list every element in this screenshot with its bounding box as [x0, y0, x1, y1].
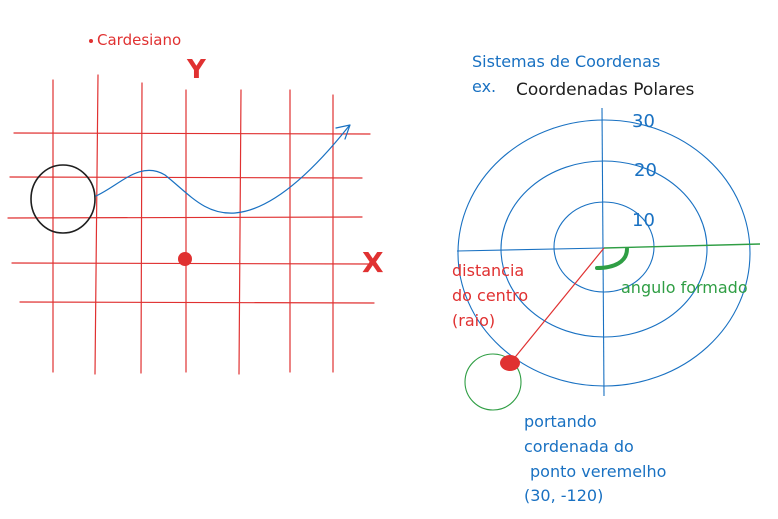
radius-line: [511, 247, 605, 362]
point-note-line2: cordenada do: [524, 437, 634, 456]
cartesian-title: Cardesiano: [97, 31, 181, 49]
polar-horizontal-axis-blue: [456, 247, 605, 252]
angle-arc: [595, 247, 629, 270]
grid-line-h5: [19, 301, 375, 304]
x-axis-label: X: [362, 246, 384, 279]
example-prefix: ex.: [472, 77, 496, 96]
point-note-line4: (30, -120): [524, 486, 603, 505]
polar-red-point: [500, 355, 520, 371]
radius-note-line1: distancia: [452, 261, 524, 280]
black-circle: [30, 164, 96, 234]
angle-note: angulo formado: [621, 278, 748, 297]
ring-label-20: 20: [634, 160, 657, 181]
polar-green-circle: [464, 353, 522, 411]
grid-line-v5: [238, 89, 242, 375]
curve-arrowhead: [335, 124, 351, 140]
grid-line-h3: [7, 216, 363, 219]
radius-note-line3: (raio): [452, 311, 495, 330]
y-axis-label: Y: [186, 55, 207, 85]
ring-label-10: 10: [632, 210, 655, 231]
point-note-line3: ponto veremelho: [530, 462, 666, 481]
title-bullet: [89, 39, 93, 43]
blue-curve: [95, 125, 350, 214]
ring-label-30: 30: [632, 111, 655, 132]
polar-vertical-axis: [601, 107, 605, 397]
polar-horizontal-axis-green: [603, 243, 761, 249]
radius-note-line2: do centro: [452, 286, 528, 305]
red-point: [178, 252, 192, 266]
polar-title: Sistemas de Coordenas: [472, 52, 660, 71]
point-note-line1: portando: [524, 412, 597, 431]
grid-line-h1: [13, 132, 371, 135]
grid-line-v2: [94, 74, 99, 375]
cartesian-grid: [7, 74, 375, 375]
grid-line-v3: [140, 82, 143, 374]
example-name: Coordenadas Polares: [516, 80, 695, 100]
